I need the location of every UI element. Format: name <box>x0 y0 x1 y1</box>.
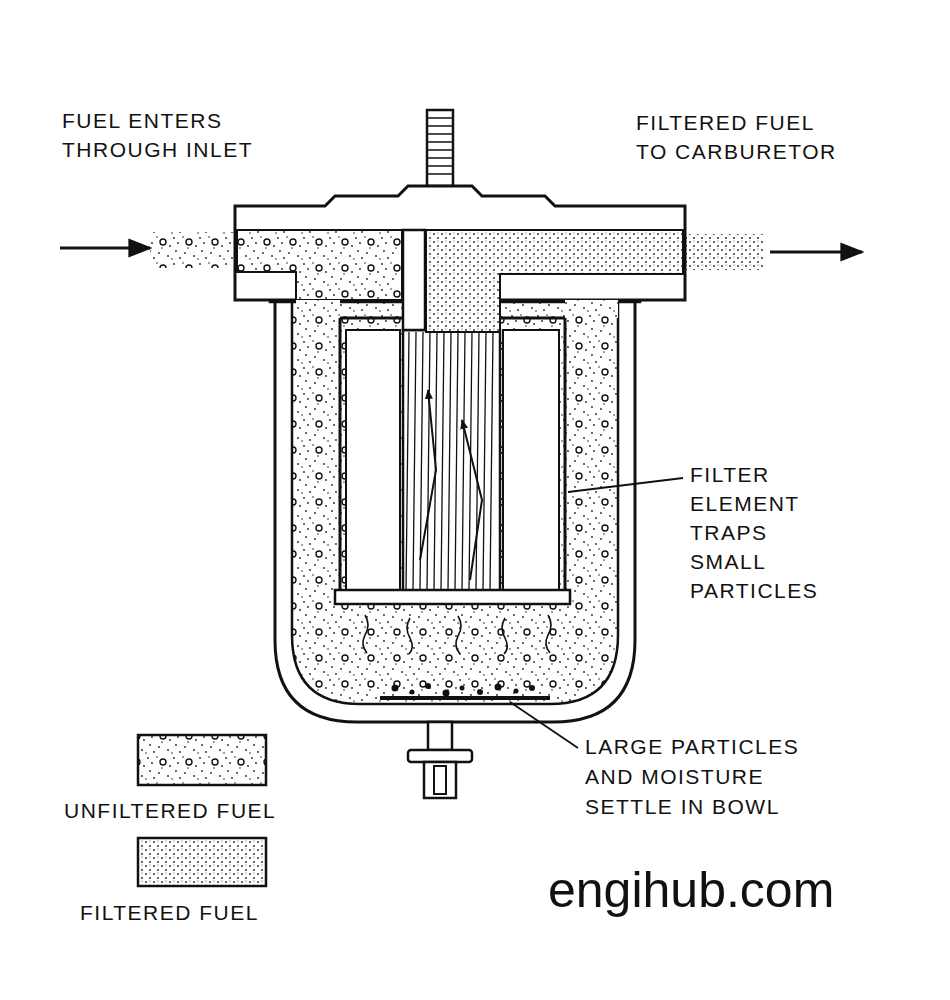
bowl-unfiltered-fuel <box>292 296 618 704</box>
legend-label: FILTERED FUEL <box>80 899 259 927</box>
falling-particle-trails <box>363 615 551 654</box>
mounting-stud <box>427 110 453 186</box>
filter-element <box>335 318 570 604</box>
legend-swatch <box>138 838 266 886</box>
leader-line <box>510 702 578 748</box>
legend-label: UNFILTERED FUEL <box>64 797 276 825</box>
inlet-arrow <box>60 247 150 250</box>
drain-plug <box>408 722 472 798</box>
inlet-label: FUEL ENTERS THROUGH INLET <box>62 106 256 164</box>
leader-line <box>568 478 683 492</box>
settled-particles <box>380 683 550 700</box>
outlet-arrow <box>770 251 862 254</box>
outlet-label: FILTERED FUEL TO CARBURETOR <box>636 108 840 166</box>
filter-head <box>235 186 685 332</box>
filter-element-label: FILTER ELEMENT TRAPS SMALL PARTICLES <box>690 460 712 605</box>
bowl-outer-wall <box>275 296 635 722</box>
sediment-label: LARGE PARTICLES AND MOISTURE SETTLE IN B… <box>585 732 803 822</box>
inlet-fuel-stream <box>150 232 237 268</box>
outlet-fuel-stream <box>683 234 765 270</box>
legend-swatch <box>138 735 266 785</box>
watermark: engihub.com <box>548 860 570 920</box>
